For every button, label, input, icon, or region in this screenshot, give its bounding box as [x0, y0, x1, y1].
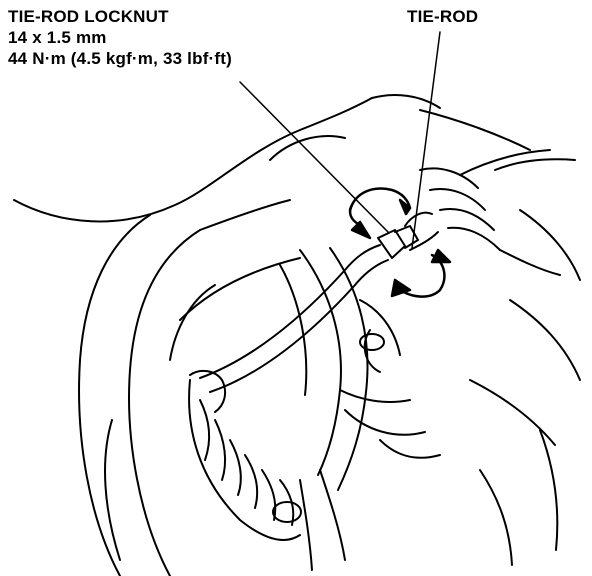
- tie-rod-shaft: [199, 244, 389, 393]
- right-panel: [419, 109, 581, 566]
- steering-knuckle: [299, 389, 441, 571]
- loosen-arrow-upper: [348, 187, 412, 240]
- inner-liner: [169, 199, 301, 361]
- tierod-leader-line: [411, 31, 441, 249]
- tierod-title: TIE-ROD: [407, 7, 479, 26]
- locknut-callout: TIE-ROD LOCKNUT 14 x 1.5 mm 44 N·m (4.5 …: [8, 6, 232, 69]
- locknut-torque: 44 N·m (4.5 kgf·m, 33 lbf·ft): [8, 49, 232, 68]
- locknut-leader-line: [239, 81, 389, 233]
- tie-rod-locknut-part: [377, 211, 439, 259]
- tierod-callout: TIE-ROD: [407, 6, 478, 27]
- tighten-arrow-lower: [390, 248, 452, 298]
- locknut-title: TIE-ROD LOCKNUT: [8, 7, 169, 26]
- rack-bellows: [419, 149, 576, 276]
- tie-rod-boot: [188, 369, 302, 541]
- fender-outline: [13, 94, 441, 223]
- tire: [78, 214, 201, 576]
- suspension-arm: [279, 247, 401, 491]
- locknut-size: 14 x 1.5 mm: [8, 28, 107, 47]
